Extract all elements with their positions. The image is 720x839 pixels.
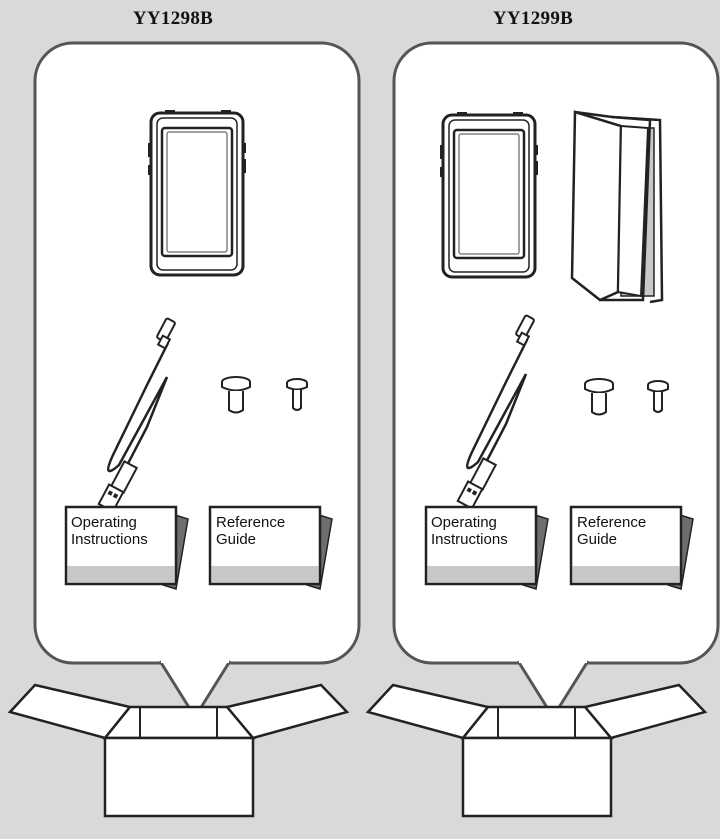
book-case-icon [570,110,664,304]
model-title-left: YY1298B [132,8,214,29]
operating-instructions-label-right: Operating Instructions [431,514,508,548]
walkman-player-icon [438,110,540,279]
reference-guide-label-left: Reference Guide [216,514,286,548]
open-box-icon [8,683,349,818]
open-box-icon [366,683,707,818]
reference-guide-label-right: Reference Guide [577,514,647,548]
walkman-player-icon [146,108,248,277]
model-title-right: YY1299B [492,8,574,29]
operating-instructions-label-left: Operating Instructions [71,514,148,548]
